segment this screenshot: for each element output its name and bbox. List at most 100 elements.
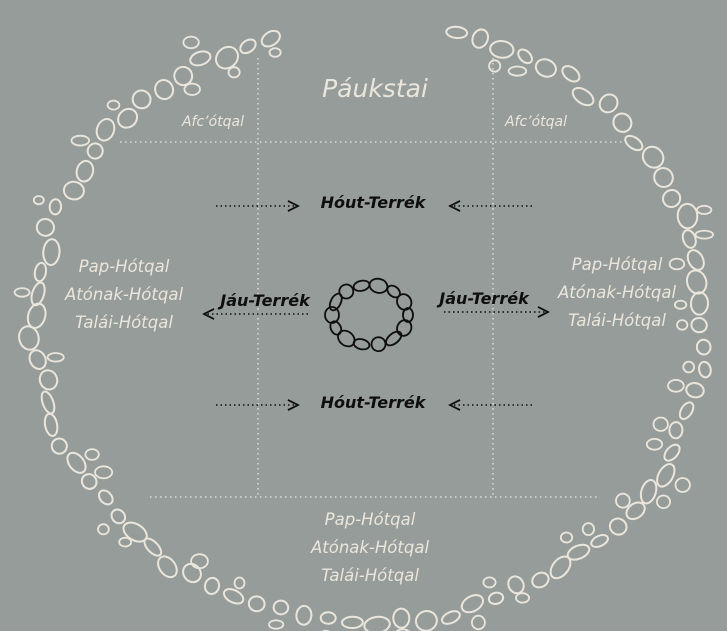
pebble bbox=[440, 609, 462, 627]
pebble bbox=[516, 593, 529, 602]
pebble bbox=[446, 26, 468, 39]
pebble bbox=[675, 301, 686, 309]
pebble bbox=[489, 40, 514, 59]
pebble bbox=[203, 577, 220, 596]
pebble bbox=[677, 203, 698, 228]
pebble bbox=[269, 620, 283, 628]
pebble bbox=[98, 524, 109, 534]
pebble bbox=[489, 60, 500, 71]
pebble bbox=[321, 612, 336, 624]
pebble bbox=[696, 339, 711, 355]
pebble bbox=[561, 533, 572, 543]
pebble bbox=[235, 578, 245, 589]
central-stone bbox=[368, 277, 389, 295]
central-stone-ring bbox=[325, 277, 414, 353]
pebble bbox=[26, 347, 49, 371]
pebble bbox=[623, 133, 645, 153]
pebble bbox=[85, 449, 98, 460]
pebble bbox=[638, 478, 659, 505]
pebble bbox=[247, 595, 266, 613]
central-stone bbox=[370, 336, 387, 353]
pebble bbox=[669, 422, 683, 439]
pebble bbox=[654, 418, 668, 431]
pebble bbox=[191, 554, 208, 568]
pebble bbox=[596, 91, 621, 116]
pebble bbox=[698, 361, 712, 379]
pebble bbox=[363, 615, 391, 631]
pebble bbox=[459, 592, 486, 616]
page-title: Páukstai bbox=[322, 74, 428, 103]
pebble bbox=[259, 28, 283, 50]
group-label: Atónak-Hótqal bbox=[311, 534, 429, 562]
pebble bbox=[589, 533, 609, 550]
group-label: Talái-Hótqal bbox=[65, 309, 183, 337]
pebble bbox=[229, 67, 240, 77]
pebble bbox=[393, 608, 409, 627]
group-label: Pap-Hótqal bbox=[558, 251, 676, 279]
pebble bbox=[74, 159, 95, 183]
group-label: Pap-Hótqal bbox=[311, 506, 429, 534]
pebble bbox=[661, 442, 682, 464]
pebble bbox=[668, 380, 684, 392]
pebble bbox=[690, 292, 708, 315]
group-label: Atónak-Hótqal bbox=[65, 281, 183, 309]
pebble bbox=[570, 84, 597, 108]
bottom-label-group: Pap-Hótqal Atónak-Hótqal Talái-Hótqal bbox=[311, 506, 429, 590]
pebble bbox=[647, 439, 662, 450]
pebble bbox=[72, 136, 90, 146]
pebble bbox=[184, 84, 200, 95]
corner-label-right: Afc’ótqal bbox=[505, 114, 567, 130]
pebble bbox=[15, 288, 30, 297]
pebble bbox=[683, 362, 694, 373]
pebble bbox=[94, 117, 117, 143]
pebble bbox=[154, 553, 180, 581]
pebble bbox=[413, 608, 439, 631]
pebble bbox=[108, 101, 120, 110]
pebble bbox=[152, 78, 175, 102]
pebble bbox=[530, 570, 552, 591]
pebble bbox=[583, 523, 594, 535]
pebble bbox=[34, 216, 56, 238]
pebble bbox=[483, 577, 495, 587]
hout-terrek-bottom-label: Hóut-Terrék bbox=[321, 393, 426, 412]
left-label-group: Pap-Hótqal Atónak-Hótqal Talái-Hótqal bbox=[65, 253, 183, 337]
central-stone bbox=[353, 279, 371, 292]
pebble bbox=[516, 47, 535, 66]
corner-label-left: Afc’ótqal bbox=[182, 114, 244, 130]
pebble bbox=[654, 461, 679, 489]
pebble bbox=[472, 616, 485, 630]
pebble bbox=[677, 320, 687, 330]
pebble bbox=[86, 142, 105, 161]
pebble bbox=[48, 353, 64, 362]
pebble bbox=[616, 494, 630, 508]
hout-terrek-top-label: Hóut-Terrék bbox=[321, 193, 426, 212]
pebble bbox=[684, 268, 709, 296]
pebble bbox=[95, 466, 112, 478]
pebble bbox=[696, 231, 714, 239]
pebble bbox=[607, 516, 629, 538]
group-label: Talái-Hótqal bbox=[558, 307, 676, 335]
pebble bbox=[680, 228, 698, 249]
right-label-group: Pap-Hótqal Atónak-Hótqal Talái-Hótqal bbox=[558, 251, 676, 335]
pebble bbox=[547, 553, 575, 582]
group-label: Talái-Hótqal bbox=[311, 562, 429, 590]
pebble bbox=[183, 37, 198, 49]
pebble bbox=[238, 37, 259, 56]
pebble bbox=[37, 368, 60, 392]
pebble bbox=[685, 247, 708, 272]
pebble bbox=[96, 488, 115, 507]
pebble bbox=[685, 382, 705, 399]
pebble bbox=[129, 87, 154, 112]
pebble bbox=[114, 105, 141, 132]
pebble bbox=[34, 196, 44, 204]
pebble bbox=[49, 436, 69, 456]
pebble bbox=[222, 586, 246, 606]
jau-terrek-left-label: Jáu-Terrék bbox=[220, 291, 309, 310]
pebble bbox=[509, 67, 527, 76]
pebble bbox=[63, 181, 85, 201]
pebble bbox=[43, 413, 59, 437]
pebble bbox=[33, 262, 47, 282]
central-stone bbox=[336, 282, 356, 302]
pebble bbox=[676, 478, 690, 492]
